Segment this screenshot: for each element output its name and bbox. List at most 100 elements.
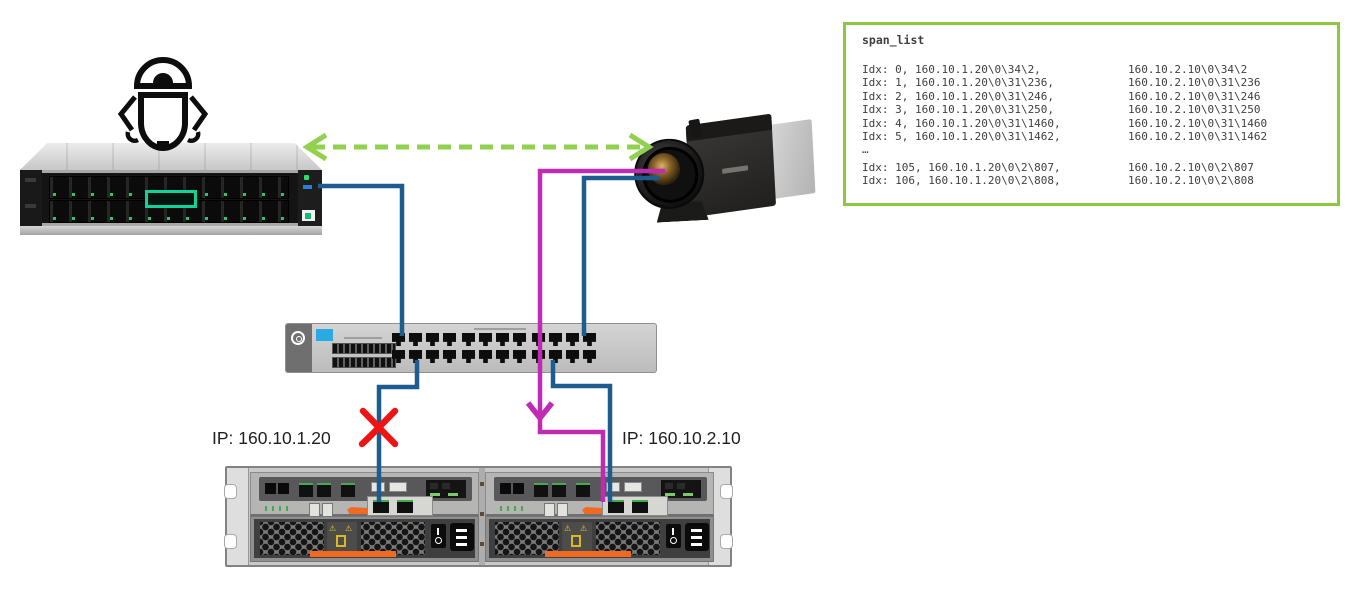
span-list-row: Idx: 3, 160.10.1.20\0\31\250, 160.10.2.10… [862,103,1337,116]
switch-port [392,350,405,363]
power-switch [431,524,446,548]
span-row-left: Idx: 5, 160.10.1.20\0\31\1462, [862,130,1061,144]
lens-adjust-knob [688,118,703,139]
release-lever [347,507,373,514]
warning-icon: ⚠ [329,524,337,533]
uid-led [303,185,312,189]
span-list-row: Idx: 4, 160.10.1.20\0\31\1460,160.10.2.1… [862,117,1337,130]
usb-port [624,482,642,492]
robot-body [138,92,188,151]
switch-port [532,350,545,363]
psu-warning-label: ⚠ ⚠ [327,522,357,555]
psu-face: ⚠ ⚠ [489,519,710,558]
warning-icon [571,535,581,547]
segment-display [322,503,333,517]
ethernet-port [576,483,590,497]
switch-port [566,350,579,363]
robot-arm-left [117,95,137,132]
psu-vent [260,522,324,555]
controller-face [250,472,479,517]
ethernet-port [534,483,548,497]
segment-display [309,503,320,517]
switch-port [549,350,562,363]
span-list-row: Idx: 106, 160.10.1.20\0\2\808,160.10.2.1… [862,174,1337,187]
span-row-left: Idx: 3, 160.10.1.20\0\31\250, [862,103,1055,117]
switch-label-sticker [316,329,333,341]
link-server-switch [318,183,405,336]
sfp-cage [426,480,466,498]
switch-led-strip [332,357,396,368]
storage-array: ⚠ ⚠ [224,466,733,567]
power-inlet [685,523,709,551]
server-base [20,226,322,235]
sfp-port [278,483,289,494]
span-row-right: 160.10.2.10\0\2\807 [1128,160,1254,174]
switch-port [513,350,526,363]
network-switch [285,323,657,373]
robot-arm-right [189,95,209,132]
hpe-logo [145,190,197,208]
sfp-port [500,483,511,494]
warning-icon: ⚠ [580,524,588,533]
span-list-row: Idx: 105, 160.10.1.20\0\2\807,160.10.2.1… [862,161,1337,174]
status-leds [265,506,291,511]
usb-port [606,482,620,492]
span-list-row: Idx: 2, 160.10.1.20\0\31\246,160.10.2.10… [862,90,1337,103]
sfp-port [513,483,524,494]
hp-logo [291,331,305,345]
controller-face [485,472,714,517]
usb-port [371,482,385,492]
switch-port [496,350,509,363]
server-rack-ear-left [20,170,42,226]
chassis-divider [479,468,485,565]
warning-icon [336,535,346,547]
span-row-left: Idx: 106, 160.10.1.20\0\2\808, [862,174,1061,188]
switch-port [409,350,422,363]
span-list-title: span_list [862,33,925,47]
sfp-cage [661,480,701,498]
psu-vent [495,522,559,555]
span-row-right: 160.10.2.10\0\31\1462 [1128,130,1268,144]
psu-handle [545,551,631,557]
management-port-2 [397,500,413,513]
segment-display [544,503,555,517]
span-row-right: 160.10.2.10\0\34\2 [1128,63,1248,76]
switch-port [409,333,422,346]
warning-icon: ⚠ [345,524,353,533]
span-list-row: Idx: 5, 160.10.1.20\0\31\1462, 160.10.2.1… [862,130,1337,143]
management-port-block [367,496,433,516]
switch-port [426,333,439,346]
switch-port [583,333,596,346]
psu-vent [361,522,425,555]
switch-port [549,333,562,346]
switch-port [479,350,492,363]
span-row-right: 160.10.2.10\0\31\250 [1128,103,1261,117]
span-list-rows: Idx: 0, 160.10.1.20\0\34\2,160.10.2.10\0… [862,63,1337,188]
ethernet-port [341,483,355,497]
print-marking [344,337,382,339]
robot-hand-right [186,131,201,144]
ear-cutout [720,484,733,499]
server-control-panel [298,170,322,226]
server-label-sticker [302,210,315,221]
release-lever [582,507,608,514]
robot-icon [117,57,209,151]
psu-warning-label: ⚠ ⚠ [562,522,592,555]
ear-detail [25,178,36,182]
span-row-left: Idx: 4, 160.10.1.20\0\31\1460, [862,116,1061,130]
robot-head [133,57,193,89]
psu-handle [310,551,396,557]
robot-hand-left [125,131,140,144]
switch-port [479,333,492,346]
span-list-row: … [862,143,1337,156]
ear-cutout [224,534,237,549]
management-port-1 [373,500,389,513]
controller-io-panel [494,477,707,501]
robot-base-port [157,141,169,149]
power-switch [666,524,681,548]
management-port-2 [632,500,648,513]
ethernet-port [317,483,331,497]
switch-port [566,333,579,346]
switch-port [443,350,456,363]
